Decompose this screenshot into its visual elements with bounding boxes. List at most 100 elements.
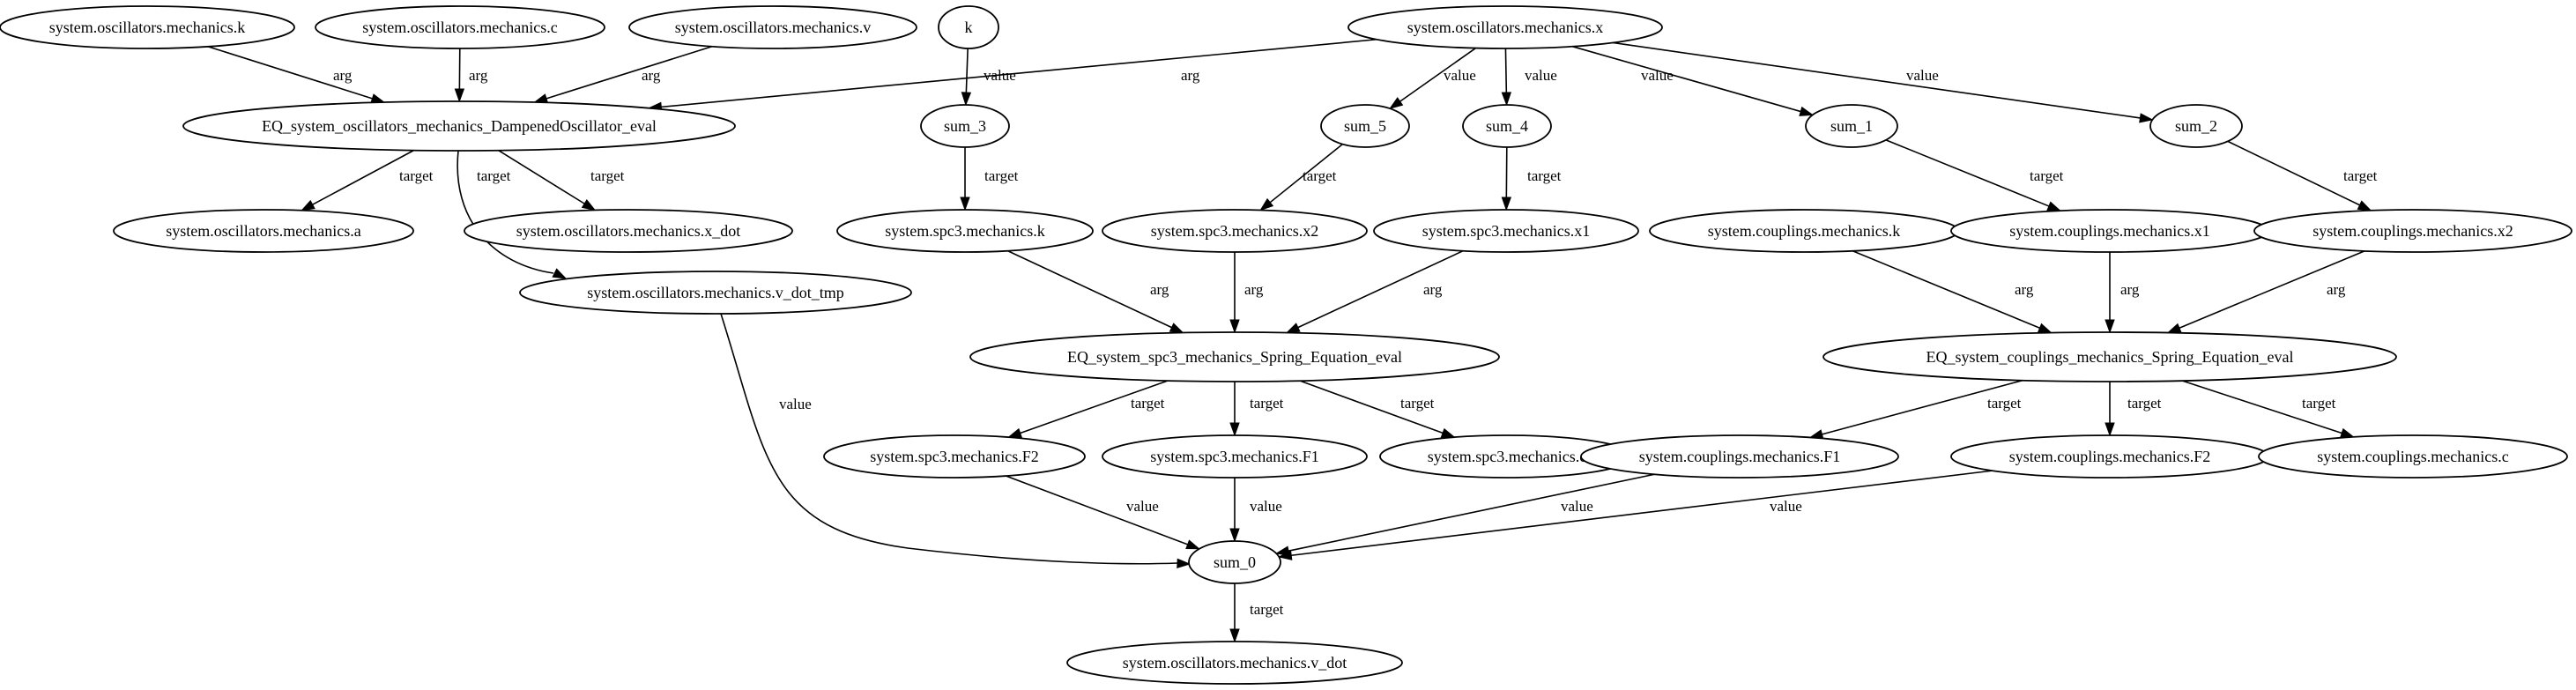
edge-line (1613, 41, 2141, 119)
node-label: system.spc3.mechanics.x2 (1151, 222, 1318, 240)
edge-line (207, 46, 373, 100)
edge-cpl_k-to-eq_cpl: arg (1852, 250, 2053, 334)
node-osc-c: system.oscillators.mechanics.c (315, 5, 605, 49)
edge-eq_osc-to-osc_a: target (300, 149, 434, 211)
node-ellipse (464, 209, 793, 253)
edge-osc_vdottmp-to-sum_0: value (720, 313, 1191, 568)
node-sum-1: sum_1 (1805, 104, 1898, 148)
arrowhead (2166, 323, 2182, 334)
edge-label: arg (2120, 281, 2140, 298)
arrowhead (1388, 97, 1404, 110)
node-osc-x: system.oscillators.mechanics.x (1347, 5, 1663, 49)
edge-line (2179, 250, 2365, 329)
node-sum-2: sum_2 (2149, 104, 2243, 148)
node-label: EQ_system_couplings_mechanics_Spring_Equ… (1926, 348, 2294, 366)
node-label: k (965, 19, 973, 36)
edge-label: target (1250, 395, 1284, 412)
node-spc3-F1: system.spc3.mechanics.F1 (1102, 434, 1368, 479)
edge-eq_osc-to-osc_vdottmp: target (457, 150, 568, 279)
node-ellipse (1805, 104, 1898, 148)
node-label: system.spc3.mechanics.F1 (1150, 448, 1318, 465)
edge-line (1299, 380, 1444, 434)
node-sum-5: sum_5 (1320, 104, 1410, 148)
edge-sum_2-to-cpl_x2: target (2227, 140, 2378, 211)
node-label: system.oscillators.mechanics.v_dot_tmp (587, 284, 843, 301)
node-label: system.spc3.mechanics.k (885, 222, 1044, 240)
edge-label: arg (642, 67, 661, 84)
arrowhead (1229, 319, 1240, 334)
edge-label: target (1303, 167, 1337, 184)
node-ellipse (938, 5, 999, 49)
edge-eq_spc3-to-spc3_F1: target (1229, 382, 1284, 437)
edge-eq_spc3-to-spc3_c: target (1299, 380, 1456, 438)
node-label: EQ_system_spc3_mechanics_Spring_Equation… (1067, 348, 1402, 366)
arrowhead (1285, 323, 1301, 334)
node-sum-3: sum_3 (920, 104, 1010, 148)
edge-sum_4-to-spc3_x1: target (1501, 146, 1562, 211)
arrowhead (961, 92, 972, 107)
edge-line (1885, 139, 2050, 207)
edge-label: arg (1150, 281, 1169, 298)
edge-line (1852, 250, 2040, 329)
node-ellipse (2258, 434, 2568, 479)
node-osc-vdottmp: system.oscillators.mechanics.v_dot_tmp (519, 271, 912, 315)
node-sum-4: sum_4 (1462, 104, 1552, 148)
edge-label: target (2030, 167, 2064, 184)
edge-eq_osc-to-osc_xdot: target (498, 150, 625, 211)
edge-osc_k-to-eq_osc: arg (207, 46, 386, 104)
node-cpl-x2: system.couplings.mechanics.x2 (2253, 209, 2572, 253)
edge-line (965, 48, 969, 93)
edge-label: target (2343, 167, 2378, 184)
edge-line (661, 38, 1377, 108)
node-cpl-x1: system.couplings.mechanics.x1 (1950, 209, 2269, 253)
edge-label: arg (1244, 281, 1264, 298)
node-label: system.spc3.mechanics.c (1428, 448, 1586, 465)
edge-osc_x-to-sum_5: value (1388, 47, 1477, 110)
edge-label: target (399, 167, 434, 184)
node-label: system.spc3.mechanics.F2 (870, 448, 1038, 465)
arrowhead (1229, 422, 1240, 437)
node-ellipse (182, 100, 736, 152)
node-ellipse (1373, 209, 1639, 253)
edge-line (1291, 470, 1993, 557)
edge-label: value (1444, 67, 1476, 84)
node-osc-vdot: system.oscillators.mechanics.v_dot (1066, 641, 1403, 685)
node-label: sum_4 (1486, 117, 1528, 135)
arrowhead (1277, 550, 1293, 560)
node-label: system.couplings.mechanics.F1 (1639, 448, 1840, 465)
edge-eq_cpl-to-cpl_c: target (2182, 380, 2355, 438)
edge-label: arg (1423, 281, 1443, 298)
node-osc-v: system.oscillators.mechanics.v (628, 5, 917, 49)
node-spc3-F2: system.spc3.mechanics.F2 (823, 434, 1086, 479)
arrowhead (581, 199, 597, 211)
edge-label: target (590, 167, 625, 184)
edge-line (2182, 380, 2342, 434)
edge-line (1006, 475, 1188, 545)
edge-label: target (984, 167, 1019, 184)
node-label: system.couplings.mechanics.x2 (2312, 222, 2513, 240)
edge-label: value (779, 396, 812, 412)
edge-label: value (1906, 67, 1939, 84)
node-label: system.oscillators.mechanics.a (166, 222, 360, 240)
arrowhead (1177, 558, 1191, 568)
edge-eq_cpl-to-cpl_F2: target (2105, 382, 2162, 437)
edge-line (546, 45, 713, 100)
edge-label: arg (469, 67, 488, 84)
edge-line (1020, 380, 1169, 434)
arrowhead (2340, 427, 2355, 438)
edge-spc3_x1-to-eq_spc3: arg (1285, 249, 1464, 334)
node-eq-osc: EQ_system_oscillators_mechanics_Dampened… (182, 100, 736, 152)
node-ellipse (1580, 434, 1899, 479)
node-spc3-x2: system.spc3.mechanics.x2 (1102, 209, 1368, 253)
edge-k-to-sum_3: value (961, 48, 1016, 107)
node-ellipse (836, 209, 1094, 253)
edge-spc3_F2-to-sum_0: value (1006, 475, 1201, 550)
node-ellipse (1462, 104, 1552, 148)
node-eq-cpl: EQ_system_couplings_mechanics_Spring_Equ… (1823, 331, 2397, 382)
edge-line (1288, 473, 1655, 552)
edge-line (1822, 379, 2023, 435)
edge-osc_v-to-eq_osc: arg (533, 45, 713, 104)
node-label: system.oscillators.mechanics.v_dot (1123, 654, 1347, 671)
edge-eq_spc3-to-spc3_F2: target (1007, 380, 1169, 438)
edge-line (720, 313, 1178, 565)
